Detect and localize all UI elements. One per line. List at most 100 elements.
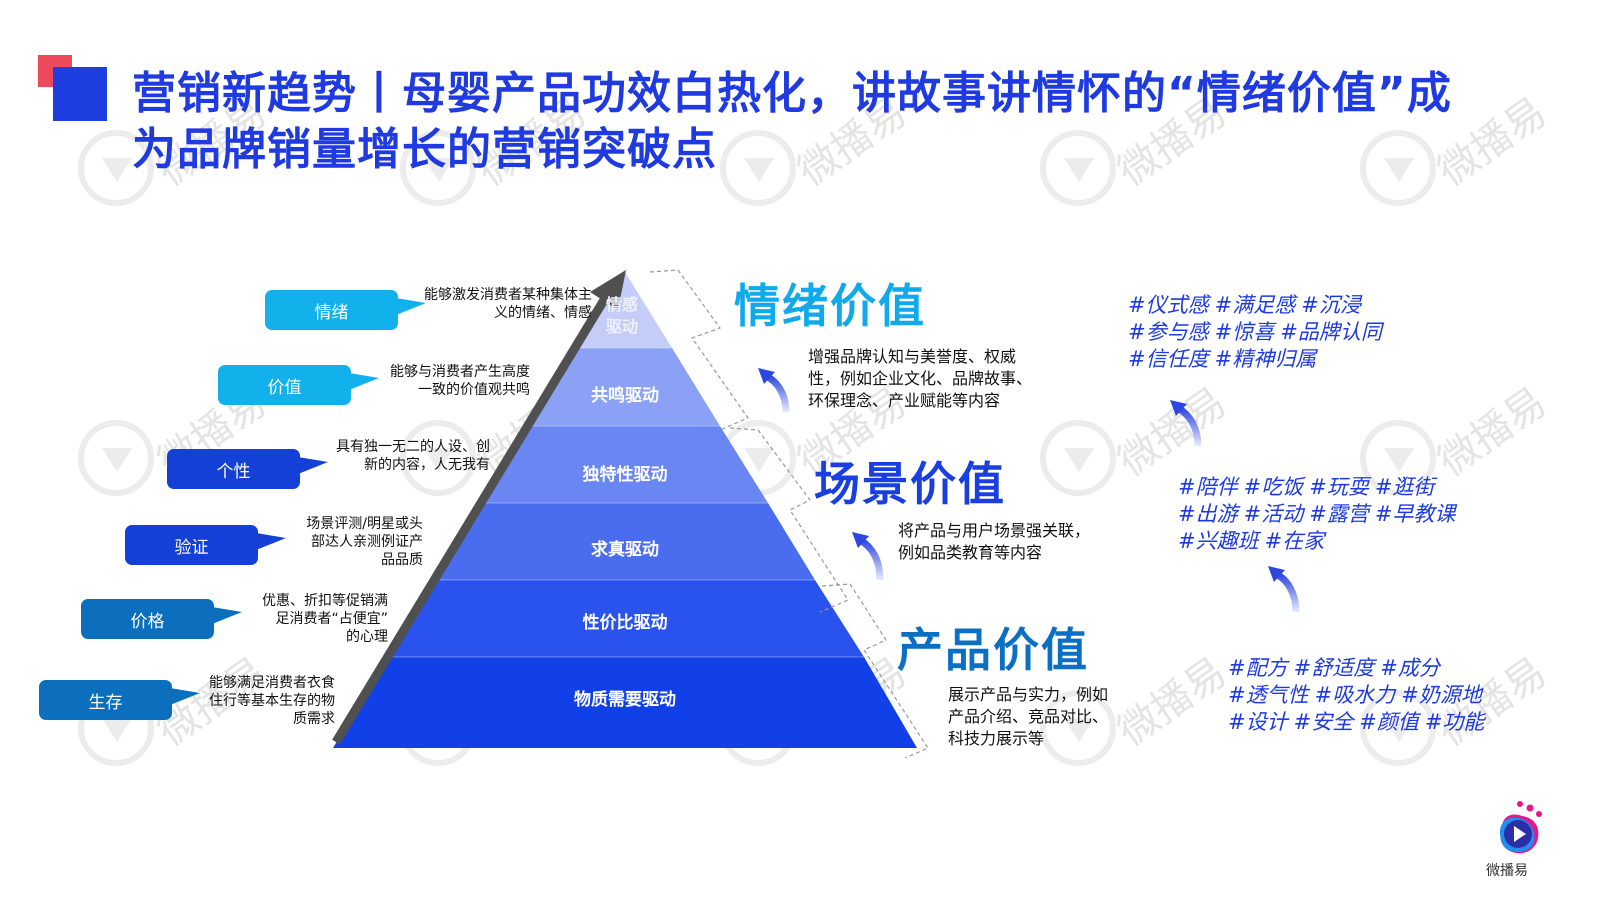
heading-emotional-value: 情绪价值 — [734, 279, 926, 333]
hashtag: #活动 — [1243, 502, 1304, 526]
tier-label-line: 情感 — [605, 295, 639, 314]
desc-line: 足消费者“占便宜” — [275, 611, 388, 627]
pyramid-tier-3 — [482, 426, 768, 503]
hashtag: #功能 — [1424, 710, 1485, 734]
callout-label: 价格 — [130, 611, 165, 632]
callout-verification: 验证 — [125, 525, 286, 565]
desc-line: 部达人亲测例证产 — [311, 534, 423, 550]
title-decoration-blue — [53, 67, 107, 121]
tier-label-value-for-money-drive: 性价比驱动 — [582, 613, 668, 633]
desc-line: 优惠、折扣等促销满 — [262, 593, 388, 609]
desc-line: 环保理念、产业赋能等内容 — [808, 391, 1001, 410]
callout-price-desc: 优惠、折扣等促销满 足消费者“占便宜” 的心理 — [250, 592, 388, 646]
curved-arrow-icon — [758, 368, 790, 413]
brand-name: 微播易 — [1486, 863, 1528, 879]
page-title: 营销新趋势丨母婴产品功效白热化，讲故事讲情怀的“情绪价值”成 为品牌销量增长的营… — [132, 66, 1532, 178]
desc-line: 义的情绪、情感 — [494, 305, 592, 321]
hashtag: #吃饭 — [1243, 475, 1304, 499]
desc-line: 具有独一无二的人设、创 — [336, 439, 490, 455]
callout-emotion: 情绪 — [265, 290, 426, 330]
callout-survival-desc: 能够满足消费者衣食 住行等基本生存的物 质需求 — [195, 674, 335, 728]
hashtag: #安全 — [1293, 710, 1354, 734]
brace-emotion — [649, 269, 749, 431]
desc-line: 新的内容，人无我有 — [364, 457, 490, 473]
desc-line: 增强品牌认知与美誉度、权威 — [808, 347, 1017, 366]
callout-label: 情绪 — [314, 302, 349, 323]
hashtag: #成分 — [1380, 656, 1440, 680]
emotional-value-tags: #仪式感#满足感#沉浸 #参与感#惊喜#品牌认同 #信任度#精神归属 — [1128, 292, 1388, 373]
hashtag: #惊喜 — [1214, 320, 1275, 344]
hashtag: #出游 — [1178, 502, 1238, 526]
pyramid-tier-1 — [578, 272, 672, 348]
hashtag: #满足感 — [1214, 293, 1296, 317]
pyramid-tier-5 — [386, 580, 864, 657]
hashtag: #沉浸 — [1301, 293, 1361, 317]
hashtag: #舒适度 — [1293, 656, 1375, 680]
hashtag: #颜值 — [1359, 710, 1419, 734]
desc-line: 将产品与用户场景强关联， — [898, 521, 1091, 540]
brace-scene — [729, 427, 849, 613]
hashtag: #透气性 — [1228, 683, 1309, 707]
hashtag: #奶源地 — [1401, 683, 1482, 707]
pyramid-tier-6 — [333, 657, 917, 748]
product-value-desc: 展示产品与实力，例如 产品介绍、竞品对比、 科技力展示等 — [948, 684, 1108, 750]
desc-line: 展示产品与实力，例如 — [948, 685, 1109, 704]
ascending-arrow-shaft — [332, 287, 614, 745]
desc-line: 例如品类教育等内容 — [898, 543, 1043, 562]
scene-value-tags: #陪伴#吃饭#玩耍#逛街 #出游#活动#露营#早教课 #兴趣班#在家 — [1178, 474, 1461, 555]
desc-line: 住行等基本生存的物 — [209, 693, 335, 709]
hashtag: #吸水力 — [1314, 683, 1396, 707]
tier-label-material-needs-drive: 物质需要驱动 — [574, 690, 676, 710]
hashtag: #设计 — [1228, 710, 1288, 734]
hashtag: #仪式感 — [1128, 293, 1209, 317]
hashtag: #精神归属 — [1214, 347, 1317, 371]
callout-label: 个性 — [216, 461, 251, 482]
page-title-line-1: 营销新趋势丨母婴产品功效白热化，讲故事讲情怀的“情绪价值”成 — [132, 68, 1452, 119]
desc-line: 品品质 — [381, 552, 423, 568]
tier-label-uniqueness-drive: 独特性驱动 — [582, 465, 668, 485]
desc-line: 能够激发消费者某种集体主 — [424, 287, 592, 303]
callout-label: 价值 — [267, 377, 302, 398]
desc-line: 科技力展示等 — [948, 729, 1045, 748]
desc-line: 场景评测/明星或头 — [306, 516, 423, 532]
pyramid-tier-4 — [435, 503, 815, 580]
hashtag: #逛街 — [1374, 475, 1435, 499]
callout-value: 价值 — [218, 365, 379, 405]
page-title-line-2: 为品牌销量增长的营销突破点 — [132, 124, 717, 175]
callout-value-desc: 能够与消费者产生高度 一致的价值观共鸣 — [372, 363, 530, 399]
callout-verification-desc: 场景评测/明星或头 部达人亲测例证产 品品质 — [290, 515, 423, 569]
scene-value-desc: 将产品与用户场景强关联， 例如品类教育等内容 — [898, 520, 1090, 564]
desc-line: 能够与消费者产生高度 — [390, 364, 530, 380]
curved-arrow-icon — [852, 532, 884, 581]
hashtag: #早教课 — [1374, 502, 1456, 526]
tier-label-emotion-drive: 情感 驱动 — [606, 294, 638, 338]
hashtag: #配方 — [1228, 656, 1288, 680]
desc-line: 质需求 — [293, 711, 335, 727]
callout-personality: 个性 — [167, 449, 328, 489]
brace-product — [821, 583, 929, 759]
product-value-tags: #配方#舒适度#成分 #透气性#吸水力#奶源地 #设计#安全#颜值#功能 — [1228, 655, 1490, 736]
heading-scene-value: 场景价值 — [814, 457, 1006, 511]
curved-arrow-icon — [1268, 566, 1300, 613]
hashtag: #玩耍 — [1309, 475, 1369, 499]
hashtag: #参与感 — [1128, 320, 1209, 344]
hashtag: #兴趣班 — [1178, 529, 1259, 553]
callout-personality-desc: 具有独一无二的人设、创 新的内容，人无我有 — [318, 438, 490, 474]
desc-line: 性，例如企业文化、品牌故事、 — [808, 369, 1033, 388]
desc-line: 一致的价值观共鸣 — [418, 382, 530, 398]
callout-label: 验证 — [174, 537, 209, 558]
hashtag: #信任度 — [1128, 347, 1209, 371]
emotional-value-desc: 增强品牌认知与美誉度、权威 性，例如企业文化、品牌故事、 环保理念、产业赋能等内… — [808, 346, 1032, 412]
brand-logo-icon — [1500, 801, 1542, 854]
tier-label-resonance-drive: 共鸣驱动 — [591, 386, 659, 406]
tier-label-truth-drive: 求真驱动 — [591, 540, 659, 560]
hashtag: #在家 — [1264, 529, 1325, 553]
heading-product-value: 产品价值 — [897, 623, 1089, 677]
callout-price: 价格 — [81, 599, 242, 639]
tier-label-line: 驱动 — [605, 317, 639, 336]
desc-line: 产品介绍、竞品对比、 — [948, 707, 1109, 726]
callout-label: 生存 — [88, 692, 123, 713]
hashtag: #露营 — [1309, 502, 1369, 526]
pyramid-tier-2 — [530, 348, 720, 426]
